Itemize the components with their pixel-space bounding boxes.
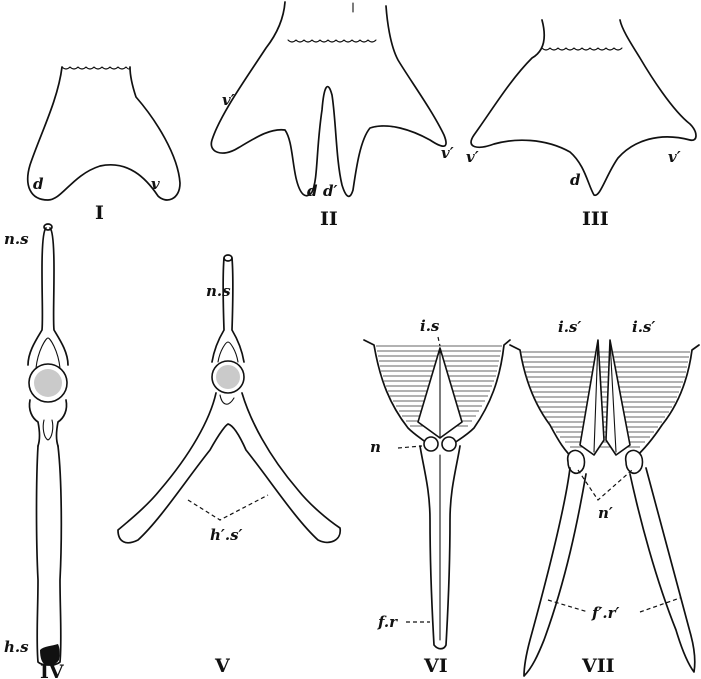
figure-1: d v I <box>28 67 180 224</box>
fig2-label-d-prime: d′ <box>323 182 337 200</box>
fig6-leader-n <box>398 446 422 448</box>
fig5-numeral: V <box>214 655 231 677</box>
fig5-leader-h-prime-s-prime <box>188 495 268 520</box>
fig6-numeral: VI <box>423 655 448 677</box>
fig6-label-n: n <box>370 438 381 456</box>
fig7-fin-ray-left <box>524 468 586 676</box>
fig4-haemal-spine <box>37 446 62 665</box>
fig5-label-h-prime-s-prime: h′.s′ <box>210 526 243 544</box>
fig2-label-v-prime-left: v′ <box>222 91 235 109</box>
figure-3: v′ v′ d III <box>466 20 696 230</box>
figure-7: i.s′ i.s′ n′ f′.r′ VII <box>510 318 699 677</box>
fig4-haemal-arch <box>29 400 66 446</box>
figure-6: i.s n f.r VI <box>364 317 510 677</box>
fig3-numeral: III <box>582 208 609 230</box>
fig3-label-d: d <box>570 171 581 189</box>
fig7-label-f-prime-r-prime: f′.r′ <box>591 604 620 622</box>
fig4-spine-tip <box>44 224 52 230</box>
fig6-leader-is <box>438 337 440 346</box>
fig5-spine-tip <box>224 255 232 261</box>
fig4-label-hs: h.s <box>4 638 29 656</box>
figure-4: n.s h.s IV <box>4 224 68 679</box>
figure-5: n.s h′.s′ V <box>118 255 340 677</box>
fig4-numeral: IV <box>40 661 65 679</box>
fig3-scalloped-edge <box>542 48 622 50</box>
fig1-numeral: I <box>95 202 104 224</box>
fig3-label-v-prime-left: v′ <box>466 148 479 166</box>
fig7-numeral: VII <box>581 655 615 677</box>
fig2-scalloped-edge <box>288 40 376 42</box>
fig2-numeral: II <box>320 208 338 230</box>
fig4-neural-spine <box>28 228 68 365</box>
fig1-label-d: d <box>33 175 44 193</box>
fig2-label-v-prime-right: v′ <box>441 144 454 162</box>
fig5-haemal-arch-inner <box>220 395 234 404</box>
fig1-scalloped-edge <box>62 67 130 69</box>
fig5-centrum-shade <box>216 365 240 389</box>
fig7-fin-ray-right <box>630 468 695 672</box>
fig6-nerve-right <box>442 437 456 451</box>
fig6-label-is: i.s <box>420 317 440 335</box>
fig5-neural-spine <box>212 258 244 362</box>
fig7-label-n-prime: n′ <box>598 504 613 522</box>
fig4-haemal-canal <box>43 420 53 440</box>
fig7-label-is-prime-right: i.s′ <box>632 318 655 336</box>
fig2-outline <box>211 2 446 196</box>
fig5-label-ns: n.s <box>206 282 231 300</box>
fig5-haemal-spines <box>118 393 340 543</box>
figure-2: v′ v′ d d′ II <box>211 2 453 230</box>
fig2-label-d: d <box>307 182 318 200</box>
fig7-label-is-prime-left: i.s′ <box>558 318 581 336</box>
fig7-nerve-right <box>626 450 643 473</box>
fig3-outline <box>471 20 696 195</box>
fig4-label-ns: n.s <box>4 230 29 248</box>
fig3-label-v-prime-right: v′ <box>668 148 681 166</box>
fig1-label-v: v <box>151 175 160 193</box>
fig5-neural-arch-inner <box>218 342 238 362</box>
fig6-label-fr: f.r <box>377 613 398 631</box>
fig6-nerve-left <box>424 437 438 451</box>
fig4-centrum-shade <box>34 369 62 397</box>
